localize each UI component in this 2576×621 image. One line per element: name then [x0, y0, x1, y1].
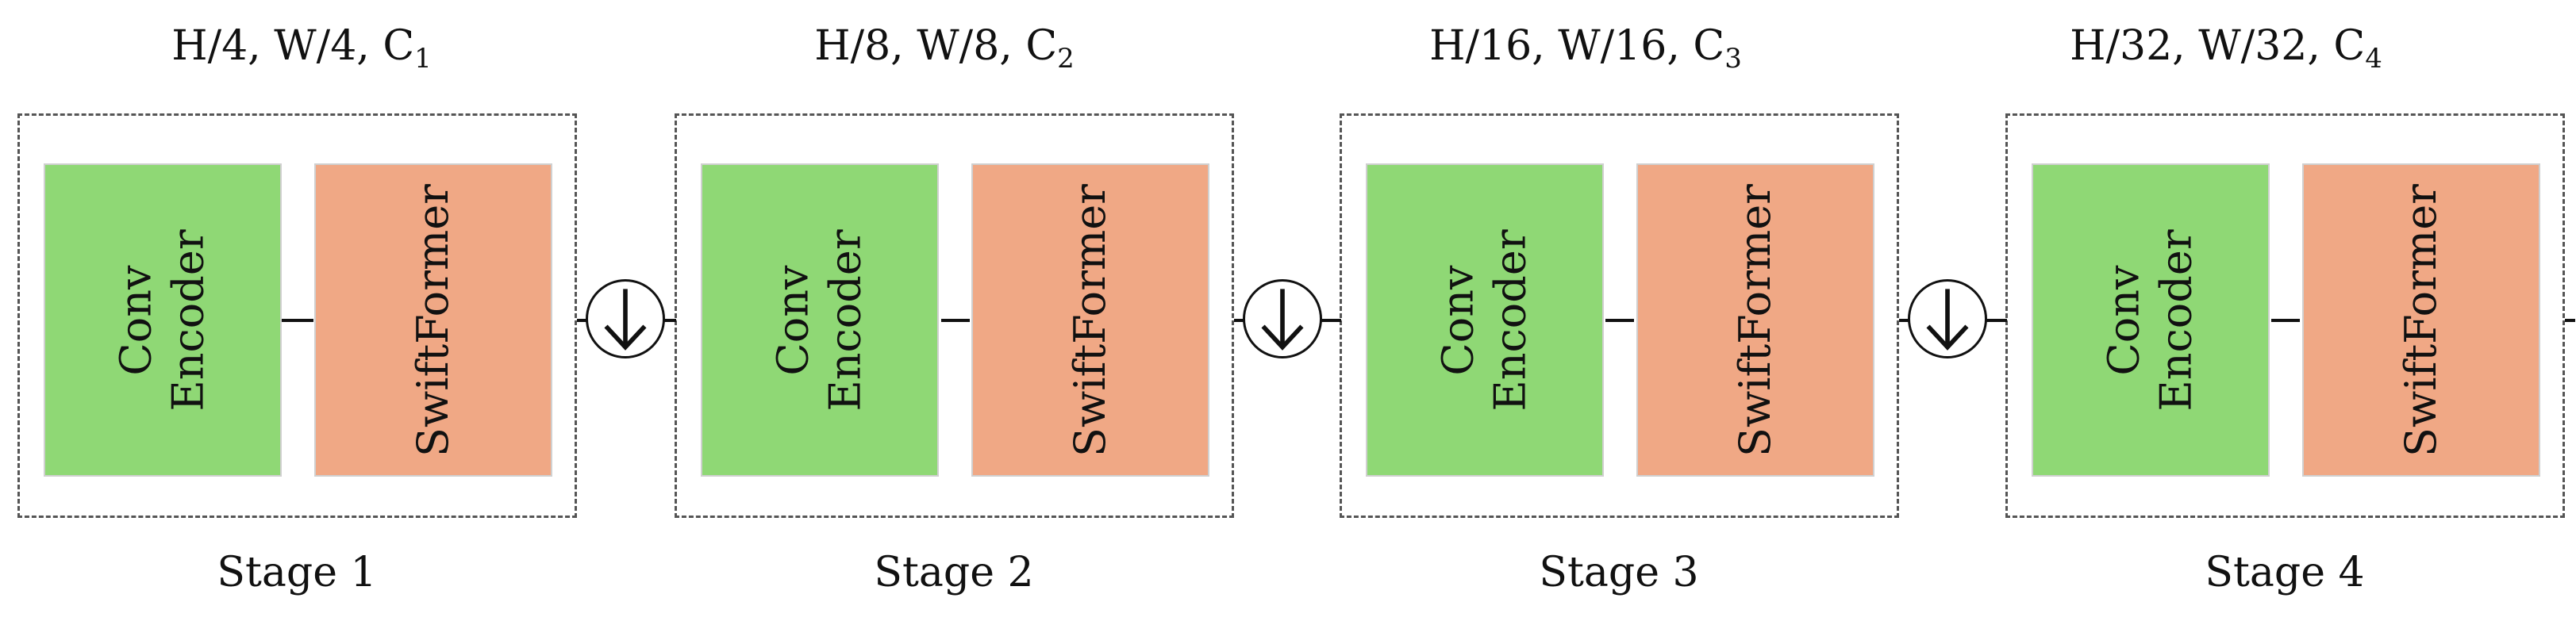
- stage-4-resolution: H/32, W/32, C4: [2070, 22, 2382, 75]
- conv-label: Conv: [767, 264, 818, 376]
- conv-label: Conv: [2098, 264, 2149, 376]
- stage-3-resolution: H/16, W/16, C3: [1429, 22, 1742, 75]
- encoder-label: Encoder: [820, 228, 871, 412]
- conv-label: Conv: [1432, 264, 1483, 376]
- swiftformer-label: SwiftFormer: [1065, 183, 1115, 457]
- down-arrow-icon: [1926, 289, 1969, 351]
- connector-line: [2271, 319, 2300, 322]
- swiftformer-label: SwiftFormer: [1730, 183, 1780, 457]
- stage-2-conv-encoder-block: Conv Encoder: [701, 163, 939, 477]
- encoder-label: Encoder: [163, 228, 213, 412]
- downsample-node-1: [586, 279, 665, 358]
- stage-1-swiftformer-block: SwiftFormer: [314, 163, 552, 477]
- stage-1-label: Stage 1: [217, 549, 377, 596]
- conv-label: Conv: [110, 264, 161, 376]
- stage-2-resolution: H/8, W/8, C2: [814, 22, 1075, 75]
- stage-4-swiftformer-block: SwiftFormer: [2302, 163, 2540, 477]
- down-arrow-icon: [604, 289, 647, 351]
- stage-1-conv-encoder-block: Conv Encoder: [44, 163, 282, 477]
- swiftformer-label: SwiftFormer: [408, 183, 458, 457]
- swiftformer-label: SwiftFormer: [2396, 183, 2446, 457]
- stage-4-conv-encoder-block: Conv Encoder: [2032, 163, 2270, 477]
- downsample-node-3: [1908, 279, 1987, 358]
- connector-line: [941, 319, 970, 322]
- stage-3-label: Stage 3: [1539, 549, 1699, 596]
- connector-line: [1605, 319, 1634, 322]
- stage-3-conv-encoder-block: Conv Encoder: [1366, 163, 1604, 477]
- encoder-label: Encoder: [2151, 228, 2201, 412]
- stage-3-swiftformer-block: SwiftFormer: [1636, 163, 1874, 477]
- stage-1-resolution: H/4, W/4, C1: [171, 22, 432, 75]
- stage-2-label: Stage 2: [874, 549, 1034, 596]
- down-arrow-icon: [1261, 289, 1304, 351]
- stage-2-swiftformer-block: SwiftFormer: [971, 163, 1209, 477]
- encoder-label: Encoder: [1485, 228, 1536, 412]
- downsample-node-2: [1243, 279, 1322, 358]
- connector-line: [284, 319, 313, 322]
- stage-4-label: Stage 4: [2205, 549, 2365, 596]
